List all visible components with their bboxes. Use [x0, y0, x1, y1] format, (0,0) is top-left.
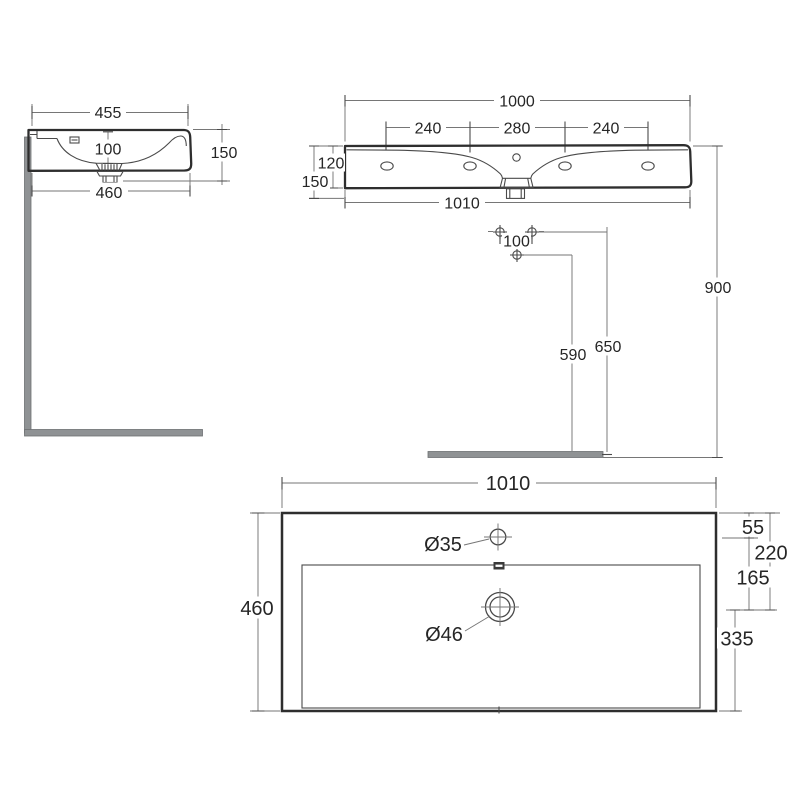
dim-label-plan-depth: 460 — [240, 598, 273, 620]
dim-label-tap-offset: 55 — [742, 517, 764, 539]
dim-ticks-1010-front — [344, 197, 691, 209]
label-bg — [299, 171, 330, 191]
dim-label-drain-height: 590 — [560, 347, 587, 364]
dim-label-spacing-center: 280 — [504, 121, 531, 138]
dim-label-tap-hole-diameter: Ø35 — [424, 534, 462, 556]
basin-front-outline — [343, 144, 693, 190]
label-bg — [588, 118, 624, 137]
dim-label-side-width-top: 455 — [95, 105, 122, 122]
label-bg — [439, 193, 485, 212]
label-bg — [499, 118, 535, 137]
waste-hole-marker — [481, 588, 519, 626]
dim-label-front-height-total: 150 — [302, 174, 329, 191]
label-bg — [207, 142, 241, 162]
side-view: 455 100 150 460 — [24, 103, 241, 437]
dim-label-front-width-bottom: 1010 — [444, 196, 480, 213]
dim-label-hole-spacing: 100 — [503, 234, 530, 251]
dim-label-spacing-right: 240 — [593, 121, 620, 138]
bowl-plan-outline — [301, 564, 701, 709]
basin-plan-outline — [280, 511, 718, 713]
drain-body-detail-front — [509, 188, 522, 199]
label-bg — [90, 182, 128, 202]
dim-label-tap-to-waste: 165 — [736, 568, 769, 590]
bowl-profile-side — [56, 135, 187, 165]
dim-label-front-width-top: 1000 — [499, 94, 535, 111]
label-bg — [316, 153, 345, 172]
fixing-hole-right-inner — [558, 161, 572, 171]
label-bg — [557, 344, 588, 364]
crosshair-lines — [510, 248, 524, 262]
dim-label-spacing-left: 240 — [415, 121, 442, 138]
dim-ticks-455 — [31, 106, 189, 119]
floor-bar-front — [427, 451, 604, 458]
dim-label-fixing-height: 650 — [595, 339, 622, 356]
dim-ticks-900 — [712, 145, 722, 459]
dim-ticks-1010-plan — [281, 477, 717, 490]
plan-view: 1010 460 Ø35 Ø46 55 220 165 335 — [236, 472, 790, 714]
dim-label-side-depth-bottom: 460 — [96, 185, 123, 202]
floor-bar-side — [24, 429, 203, 437]
fixing-hole-marker-right — [525, 225, 539, 239]
label-bg — [236, 596, 277, 619]
fixing-hole-left-inner — [463, 161, 477, 171]
installation-dimensions: 100 650 590 900 — [427, 145, 733, 459]
label-bg — [494, 91, 540, 111]
crosshair-lines — [525, 225, 539, 239]
dim-label-waste-to-front: 335 — [720, 629, 753, 651]
label-bg — [502, 233, 531, 249]
dim-ticks-100-install — [499, 237, 533, 244]
dim-ticks-right — [730, 512, 775, 712]
dim-ticks-1000 — [344, 95, 691, 107]
drain-position-marker — [510, 248, 524, 262]
drain-flange-side — [96, 170, 124, 177]
dim-line-900 — [693, 145, 723, 458]
label-bg — [592, 336, 623, 356]
fixing-hole-marker-left — [493, 225, 507, 239]
dim-ticks-460-side — [31, 185, 191, 197]
fixing-hole-right-outer — [641, 161, 655, 171]
drain-body-detail-side — [105, 176, 115, 183]
label-bg — [478, 472, 536, 494]
tap-hole-marker — [484, 523, 512, 551]
label-bg — [410, 118, 446, 137]
basin-side-outline — [27, 128, 193, 172]
label-bg — [752, 541, 790, 563]
tap-hole-leader-line — [463, 538, 490, 546]
tap-hole-crosshair — [484, 523, 512, 551]
dim-label-waste-hole-diameter: Ø46 — [425, 624, 463, 646]
wall-bar — [24, 136, 32, 434]
dim-ticks-460-plan — [252, 512, 265, 712]
overflow-slot-slit — [495, 564, 503, 567]
label-bg — [732, 566, 773, 588]
dim-ticks-150-front — [309, 145, 319, 199]
label-bg — [717, 627, 757, 649]
dim-label-rim-height: 900 — [705, 280, 732, 297]
dim-label-waste-offset: 220 — [754, 543, 787, 565]
overflow-hole-front — [512, 153, 521, 162]
dim-label-plan-width: 1010 — [486, 473, 531, 495]
drain-body-front — [505, 188, 526, 199]
label-bg — [93, 139, 123, 158]
label-bg — [702, 277, 733, 297]
front-view: 1000 240 280 240 120 150 1010 — [299, 91, 693, 213]
overflow-slot-plan — [493, 562, 505, 570]
drain-flange-front — [499, 177, 534, 188]
fixing-hole-left-outer — [380, 161, 394, 171]
bowl-curve-front — [346, 149, 689, 179]
crosshair-lines — [493, 225, 507, 239]
dim-ticks-240-280-240 — [385, 121, 649, 153]
waste-hole-crosshair — [481, 588, 519, 626]
back-ledge — [30, 131, 57, 140]
label-bg — [90, 103, 126, 121]
label-bg — [737, 516, 768, 537]
waste-hole-leader-line — [464, 615, 491, 632]
dim-label-face-height: 120 — [318, 156, 345, 173]
drain-funnel-hatch-side — [95, 162, 123, 171]
drain-body-side — [102, 175, 118, 184]
overflow-slot-side — [69, 136, 80, 144]
dim-ticks-150-side — [217, 128, 227, 182]
dim-label-side-height: 150 — [211, 145, 238, 162]
dim-label-side-bowl-depth: 100 — [95, 142, 122, 159]
